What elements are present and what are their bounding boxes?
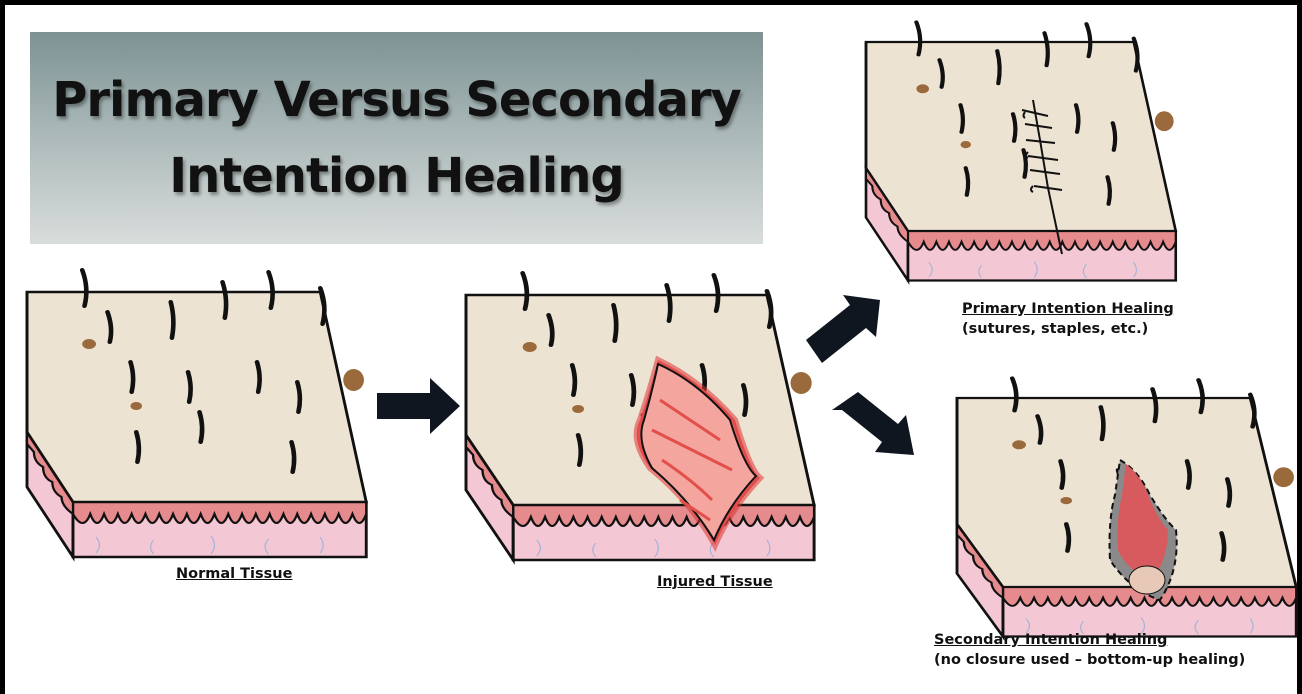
arrow-up-right-icon [806, 295, 880, 363]
label-primary-healing: Primary Intention Healing (sutures, stap… [962, 299, 1174, 339]
normal-tissue-block [27, 270, 366, 557]
arrow-down-right-icon [832, 392, 914, 455]
primary-healing-note: (sutures, staples, etc.) [962, 319, 1174, 339]
primary-healing-title: Primary Intention Healing [962, 299, 1174, 319]
label-secondary-healing: Secondary Intention Healing (no closure … [934, 630, 1245, 670]
label-normal-tissue: Normal Tissue [176, 564, 292, 584]
injured-tissue-text: Injured Tissue [657, 574, 773, 590]
secondary-healing-title: Secondary Intention Healing [934, 630, 1245, 650]
primary-healing-block [866, 22, 1176, 280]
secondary-healing-block [957, 378, 1296, 636]
normal-tissue-text: Normal Tissue [176, 566, 292, 582]
arrow-right-icon [377, 378, 460, 434]
injured-tissue-block [466, 273, 814, 560]
label-injured-tissue: Injured Tissue [657, 572, 773, 592]
secondary-healing-note: (no closure used – bottom-up healing) [934, 650, 1245, 670]
